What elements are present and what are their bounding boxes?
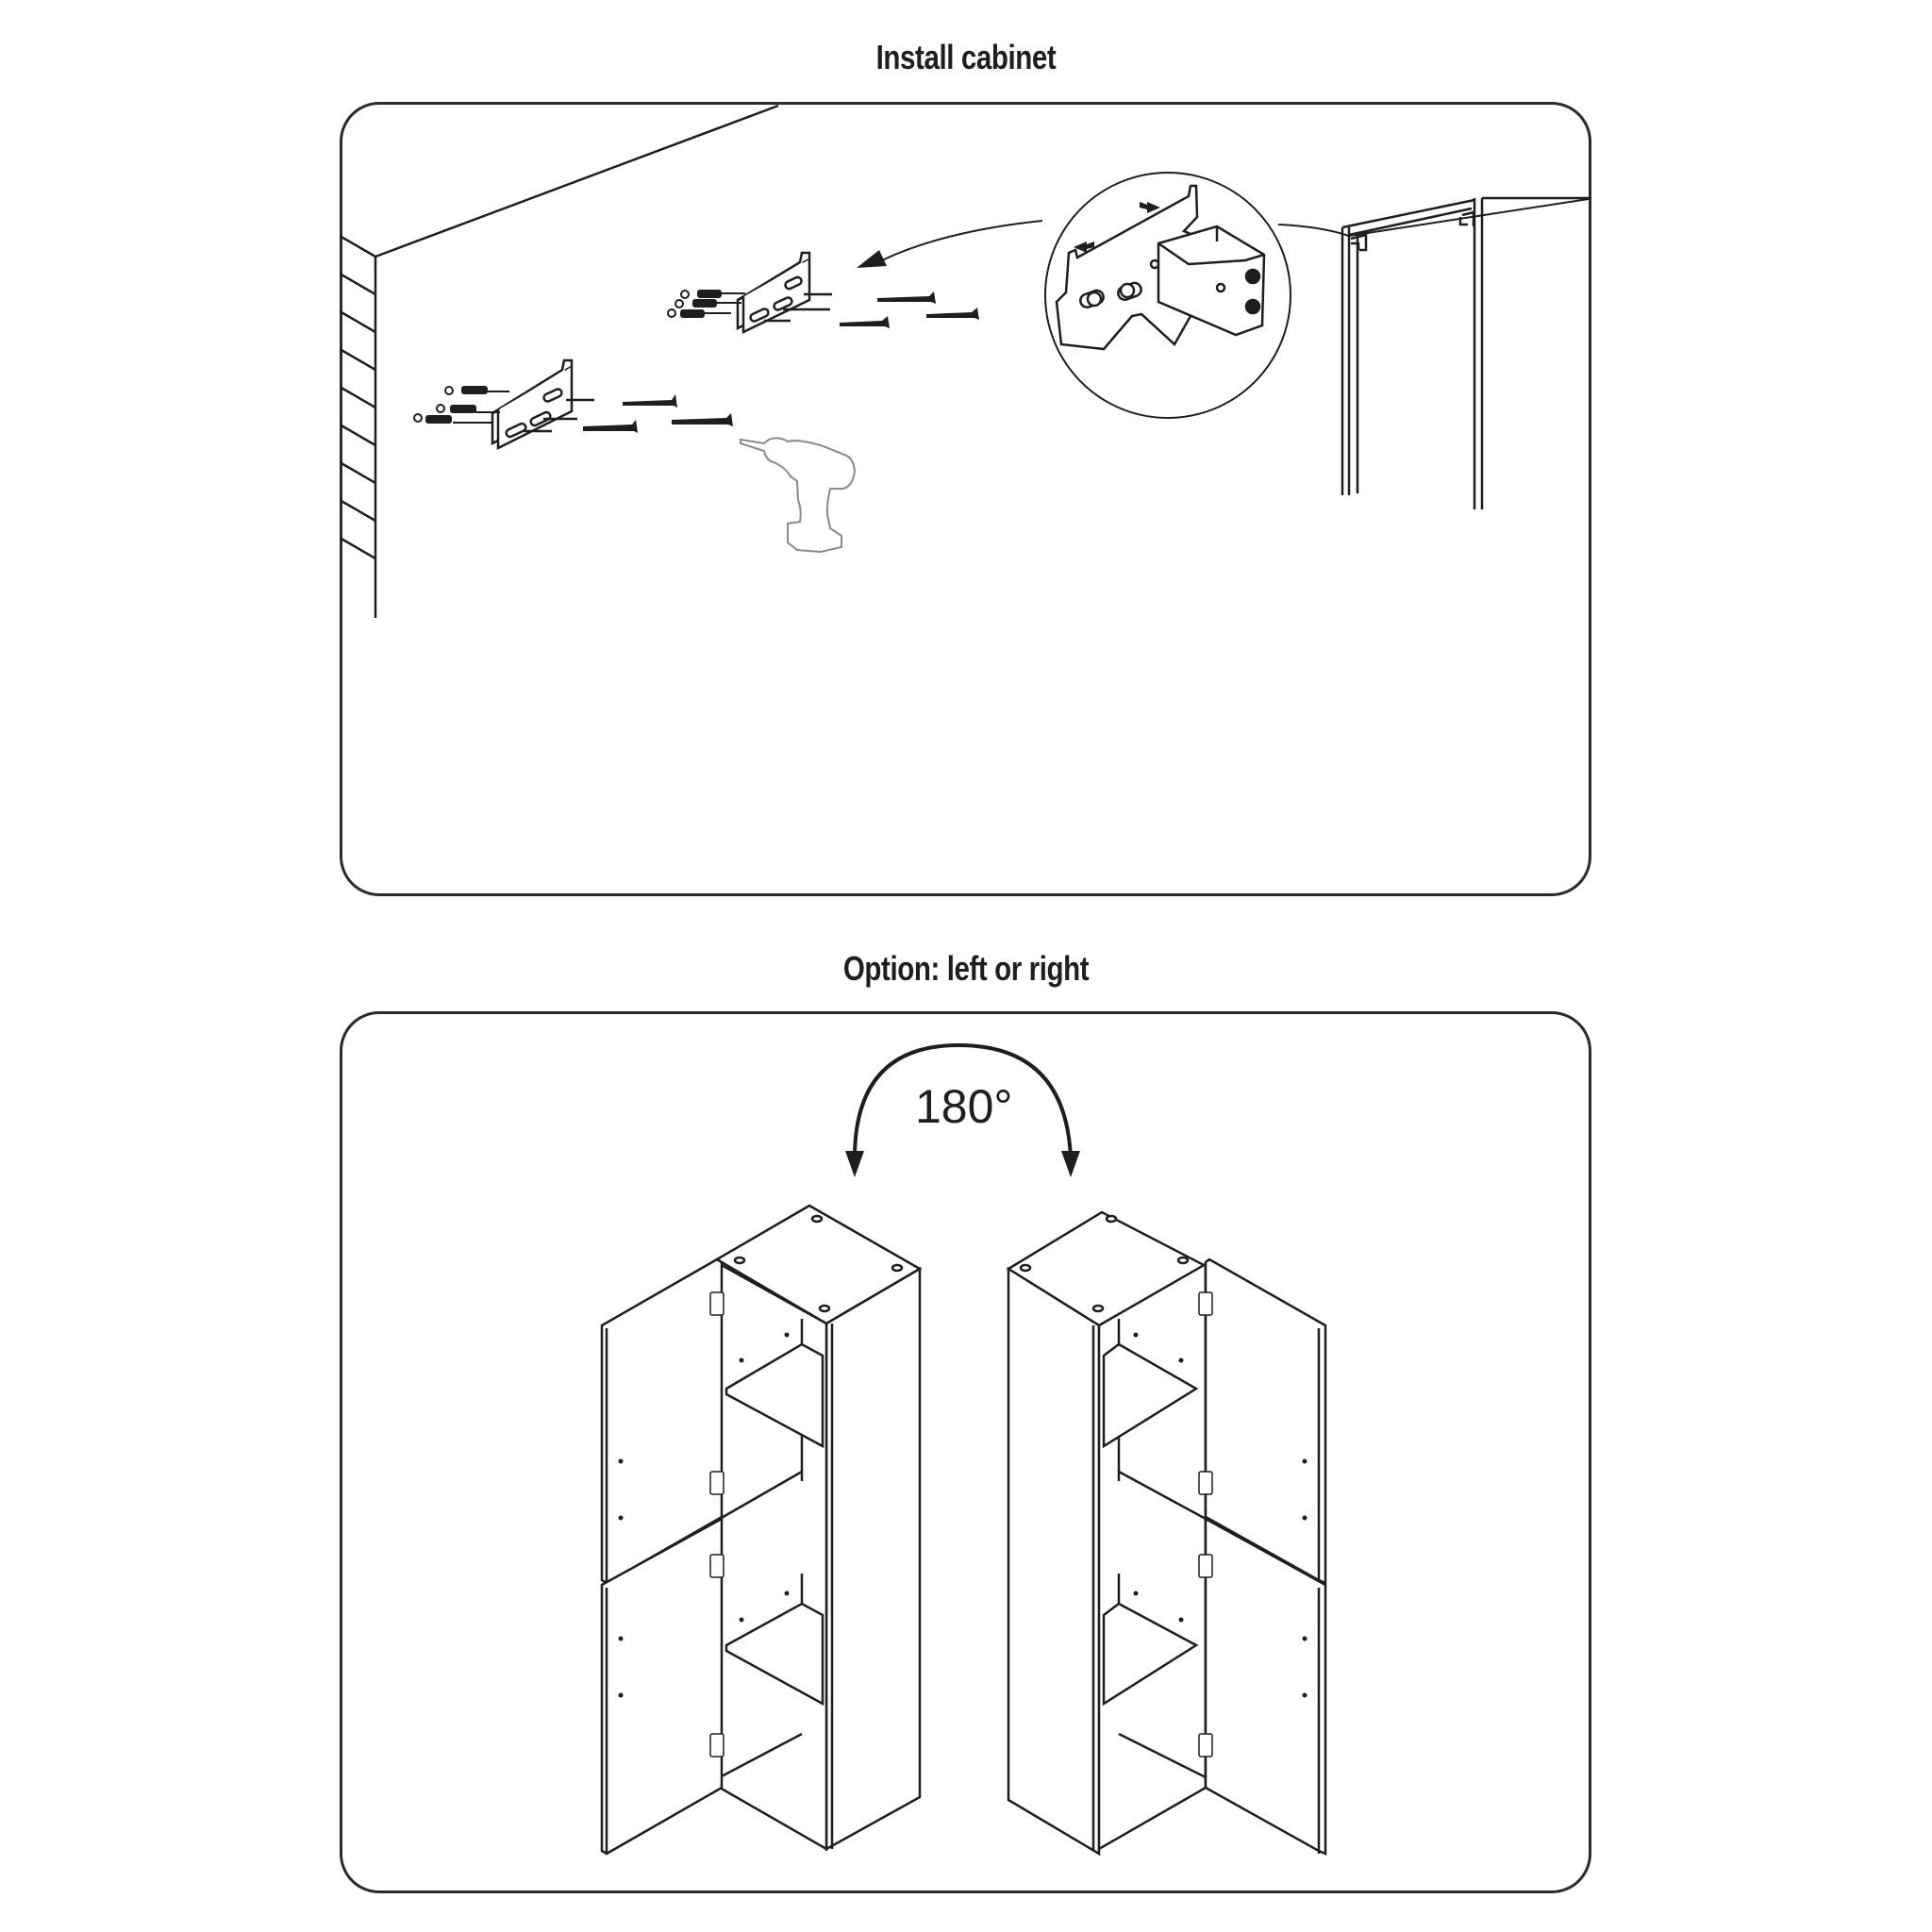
cabinet-right-hinges <box>1198 1291 1213 1757</box>
step-title-option-left-right: Option: left or right <box>842 949 1090 988</box>
cabinet-right-hinged <box>1006 1210 1327 1857</box>
cabinet-left-hinges <box>709 1291 724 1757</box>
screws-lower <box>583 394 733 433</box>
cabinet-back-corner <box>1341 196 1591 509</box>
rotation-arrow-icon <box>853 1042 1073 1159</box>
install-cabinet-panel <box>340 102 1591 896</box>
rotation-angle-label: 180° <box>915 1080 1013 1133</box>
hanging-bracket-detail <box>1055 184 1266 351</box>
rotation-arrowheads <box>845 1151 1080 1177</box>
step-title-install-cabinet: Install cabinet <box>875 38 1057 76</box>
cabinet-left-hinged <box>600 1204 923 1856</box>
option-left-right-panel: 180° <box>340 1011 1591 1893</box>
cabinet-left-holes <box>618 1332 790 1698</box>
screws-upper <box>840 291 979 328</box>
wall-illustration <box>340 104 779 618</box>
direction-arrow-icon <box>857 220 1043 268</box>
power-drill-icon <box>740 437 857 554</box>
adjust-arrows-icon <box>1074 202 1160 253</box>
wall-bracket-lower <box>491 358 594 451</box>
wall-bracket-upper <box>736 251 832 334</box>
wall-plugs-lower <box>413 386 509 424</box>
cabinet-right-holes <box>1133 1332 1307 1698</box>
wall-plugs-upper <box>667 290 745 318</box>
